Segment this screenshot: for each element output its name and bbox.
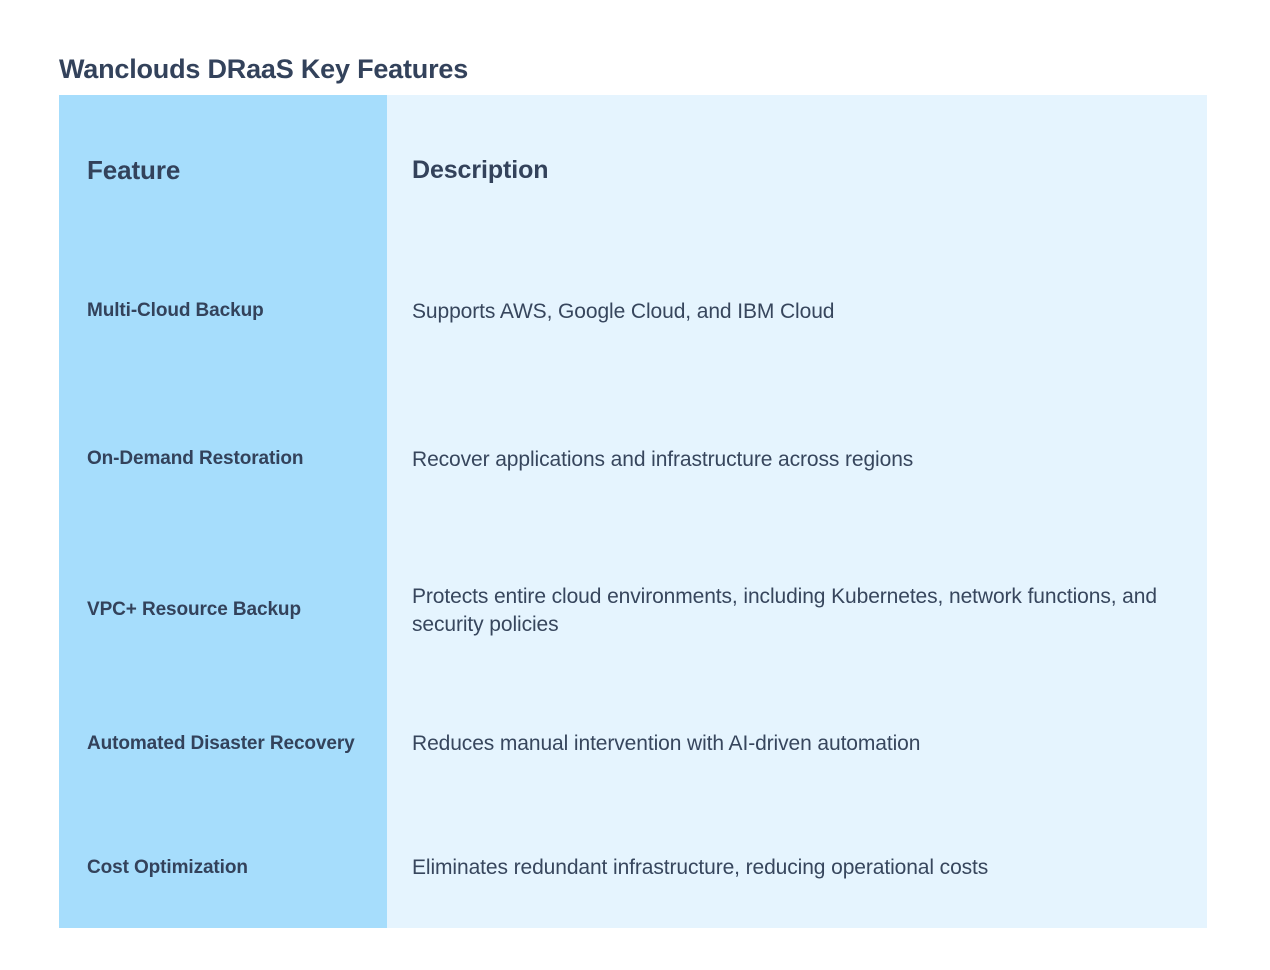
- feature-description: Recover applications and infrastructure …: [412, 447, 914, 471]
- feature-description: Reduces manual intervention with AI-driv…: [412, 732, 921, 756]
- table-row: Multi-Cloud Backup: [59, 245, 387, 378]
- table-row: On-Demand Restoration: [59, 378, 387, 541]
- table-row: Cost Optimization: [59, 808, 387, 928]
- page-title: Wanclouds DRaaS Key Features: [59, 54, 469, 85]
- table-row: Protects entire cloud environments, incl…: [387, 541, 1207, 680]
- feature-description: Protects entire cloud environments, incl…: [412, 584, 1157, 636]
- features-table: Feature Description Multi-Cloud Backup S…: [59, 95, 1207, 928]
- feature-name: VPC+ Resource Backup: [87, 599, 301, 621]
- table-header-description: Description: [387, 95, 1207, 245]
- table-row: Supports AWS, Google Cloud, and IBM Clou…: [387, 245, 1207, 378]
- table-header-description-label: Description: [412, 155, 549, 184]
- feature-name: Automated Disaster Recovery: [87, 732, 355, 754]
- table-row: Eliminates redundant infrastructure, red…: [387, 808, 1207, 928]
- table-header-feature: Feature: [59, 95, 387, 245]
- feature-name: Multi-Cloud Backup: [87, 300, 264, 322]
- table-row: Reduces manual intervention with AI-driv…: [387, 680, 1207, 808]
- feature-description: Supports AWS, Google Cloud, and IBM Clou…: [412, 299, 835, 323]
- feature-description: Eliminates redundant infrastructure, red…: [412, 856, 989, 880]
- table-row: VPC+ Resource Backup: [59, 541, 387, 680]
- feature-name: Cost Optimization: [87, 856, 248, 878]
- table-row: Recover applications and infrastructure …: [387, 378, 1207, 541]
- table-header-feature-label: Feature: [87, 154, 181, 185]
- table-row: Automated Disaster Recovery: [59, 680, 387, 808]
- feature-name: On-Demand Restoration: [87, 448, 304, 470]
